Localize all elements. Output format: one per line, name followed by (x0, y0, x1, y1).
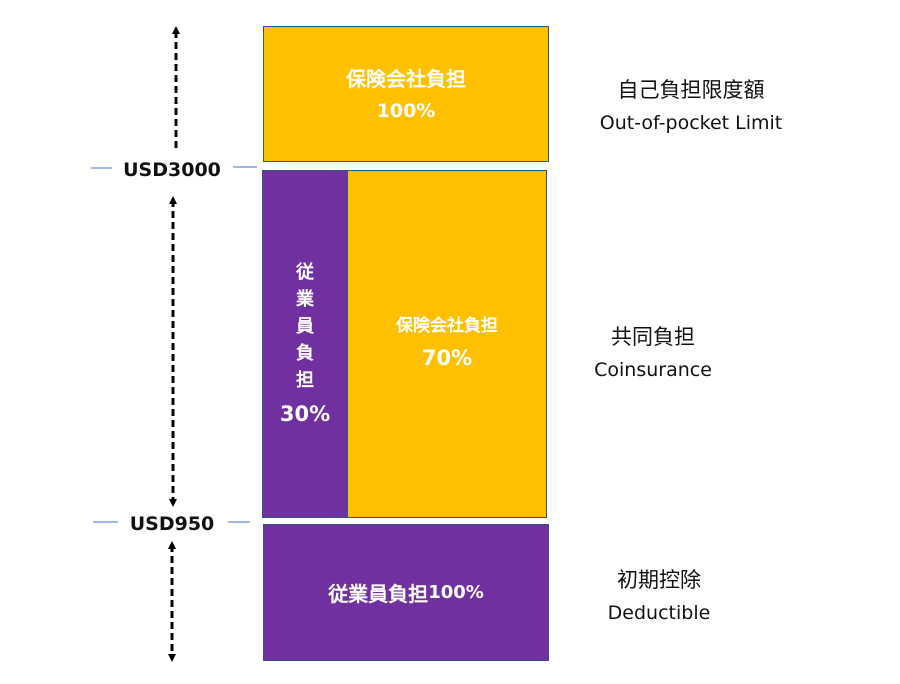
employee-label-char: 従 (296, 262, 314, 283)
oop-title: 自己負担限度額 Out-of-pocket Limit (600, 74, 783, 140)
deductible-employee-pct: 100% (428, 582, 484, 603)
coinsurance-title: 共同負担 Coinsurance (594, 321, 712, 387)
employee-label-char: 業 (296, 289, 314, 310)
deductible-title: 初期控除 Deductible (608, 564, 711, 630)
employee-pct: 30% (279, 402, 331, 426)
oop-title-ja: 自己負担限度額 (617, 78, 765, 102)
oop-insurer-pct: 100% (376, 100, 436, 122)
oop-title-en: Out-of-pocket Limit (599, 112, 783, 134)
deductible-title-en: Deductible (607, 602, 711, 624)
employee-label-char: 員 (296, 316, 314, 337)
usd950-level-label: USD950 (129, 513, 215, 535)
coinsurance-insurer-label: 保険会社負担 (396, 316, 498, 336)
employee-label-char: 担 (296, 370, 314, 391)
coinsurance-insurer-pct: 70% (421, 346, 473, 370)
coinsurance-employee-box: 従 業 員 負 担 30% (262, 170, 348, 518)
deductible-employee-label: 従業員負担 (328, 582, 429, 606)
deductible-title-ja: 初期控除 (616, 568, 701, 592)
coinsurance-title-ja: 共同負担 (610, 325, 695, 349)
usd3000-level-label: USD3000 (123, 159, 221, 181)
coinsurance-title-en: Coinsurance (594, 359, 712, 381)
coinsurance-insurer-box: 保険会社負担 70% (347, 170, 547, 518)
oop-insurer-box: 保険会社負担 100% (263, 26, 549, 162)
oop-insurer-label: 保険会社負担 (346, 67, 466, 91)
employee-label-char: 負 (296, 343, 314, 364)
